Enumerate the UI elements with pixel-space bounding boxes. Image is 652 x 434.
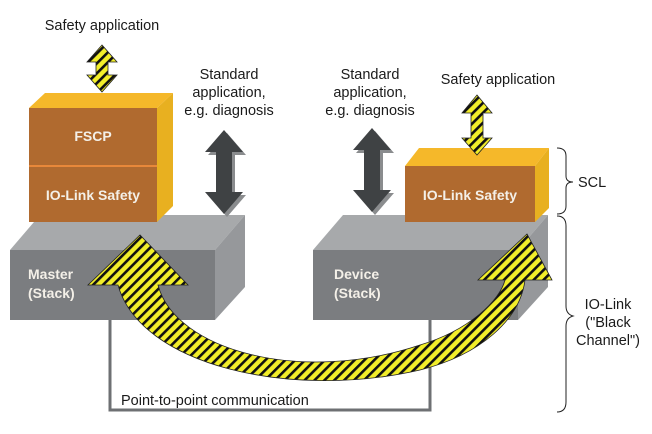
left-standard-arrow (205, 130, 246, 217)
master-label: Master (28, 266, 74, 282)
right-standard-arrow (353, 128, 394, 215)
iolink-brace (556, 215, 575, 413)
right-standard-label-line1: Standard (341, 67, 400, 83)
right-iolink-safety-label: IO-Link Safety (423, 187, 517, 203)
left-safety-stack (29, 93, 173, 222)
fscp-label: FSCP (74, 128, 111, 144)
right-safety-block (405, 148, 549, 222)
point-to-point-label: Point-to-point communication (121, 393, 309, 409)
left-safety-arrow (86, 44, 118, 93)
right-safety-application-label: Safety application (441, 72, 555, 88)
left-safety-application-label: Safety application (45, 18, 159, 34)
device-stack-block (313, 215, 548, 320)
iolink-label-line1: IO-Link (585, 297, 632, 313)
master-stack-label: (Stack) (28, 285, 75, 301)
left-standard-label-line3: e.g. diagnosis (184, 103, 273, 119)
device-stack-label: (Stack) (334, 285, 381, 301)
left-iolink-safety-label: IO-Link Safety (46, 187, 140, 203)
scl-brace (556, 147, 574, 215)
scl-label: SCL (578, 175, 606, 191)
device-label: Device (334, 266, 379, 282)
right-standard-label-line2: application, (333, 85, 406, 101)
iolink-label-line3: Channel") (576, 333, 640, 349)
right-safety-arrow (461, 94, 493, 156)
iolink-label-line2: ("Black (585, 315, 631, 331)
left-standard-label-line1: Standard (200, 67, 259, 83)
black-channel-arrow (87, 233, 553, 382)
left-standard-label-line2: application, (192, 85, 265, 101)
right-standard-label-line3: e.g. diagnosis (325, 103, 414, 119)
